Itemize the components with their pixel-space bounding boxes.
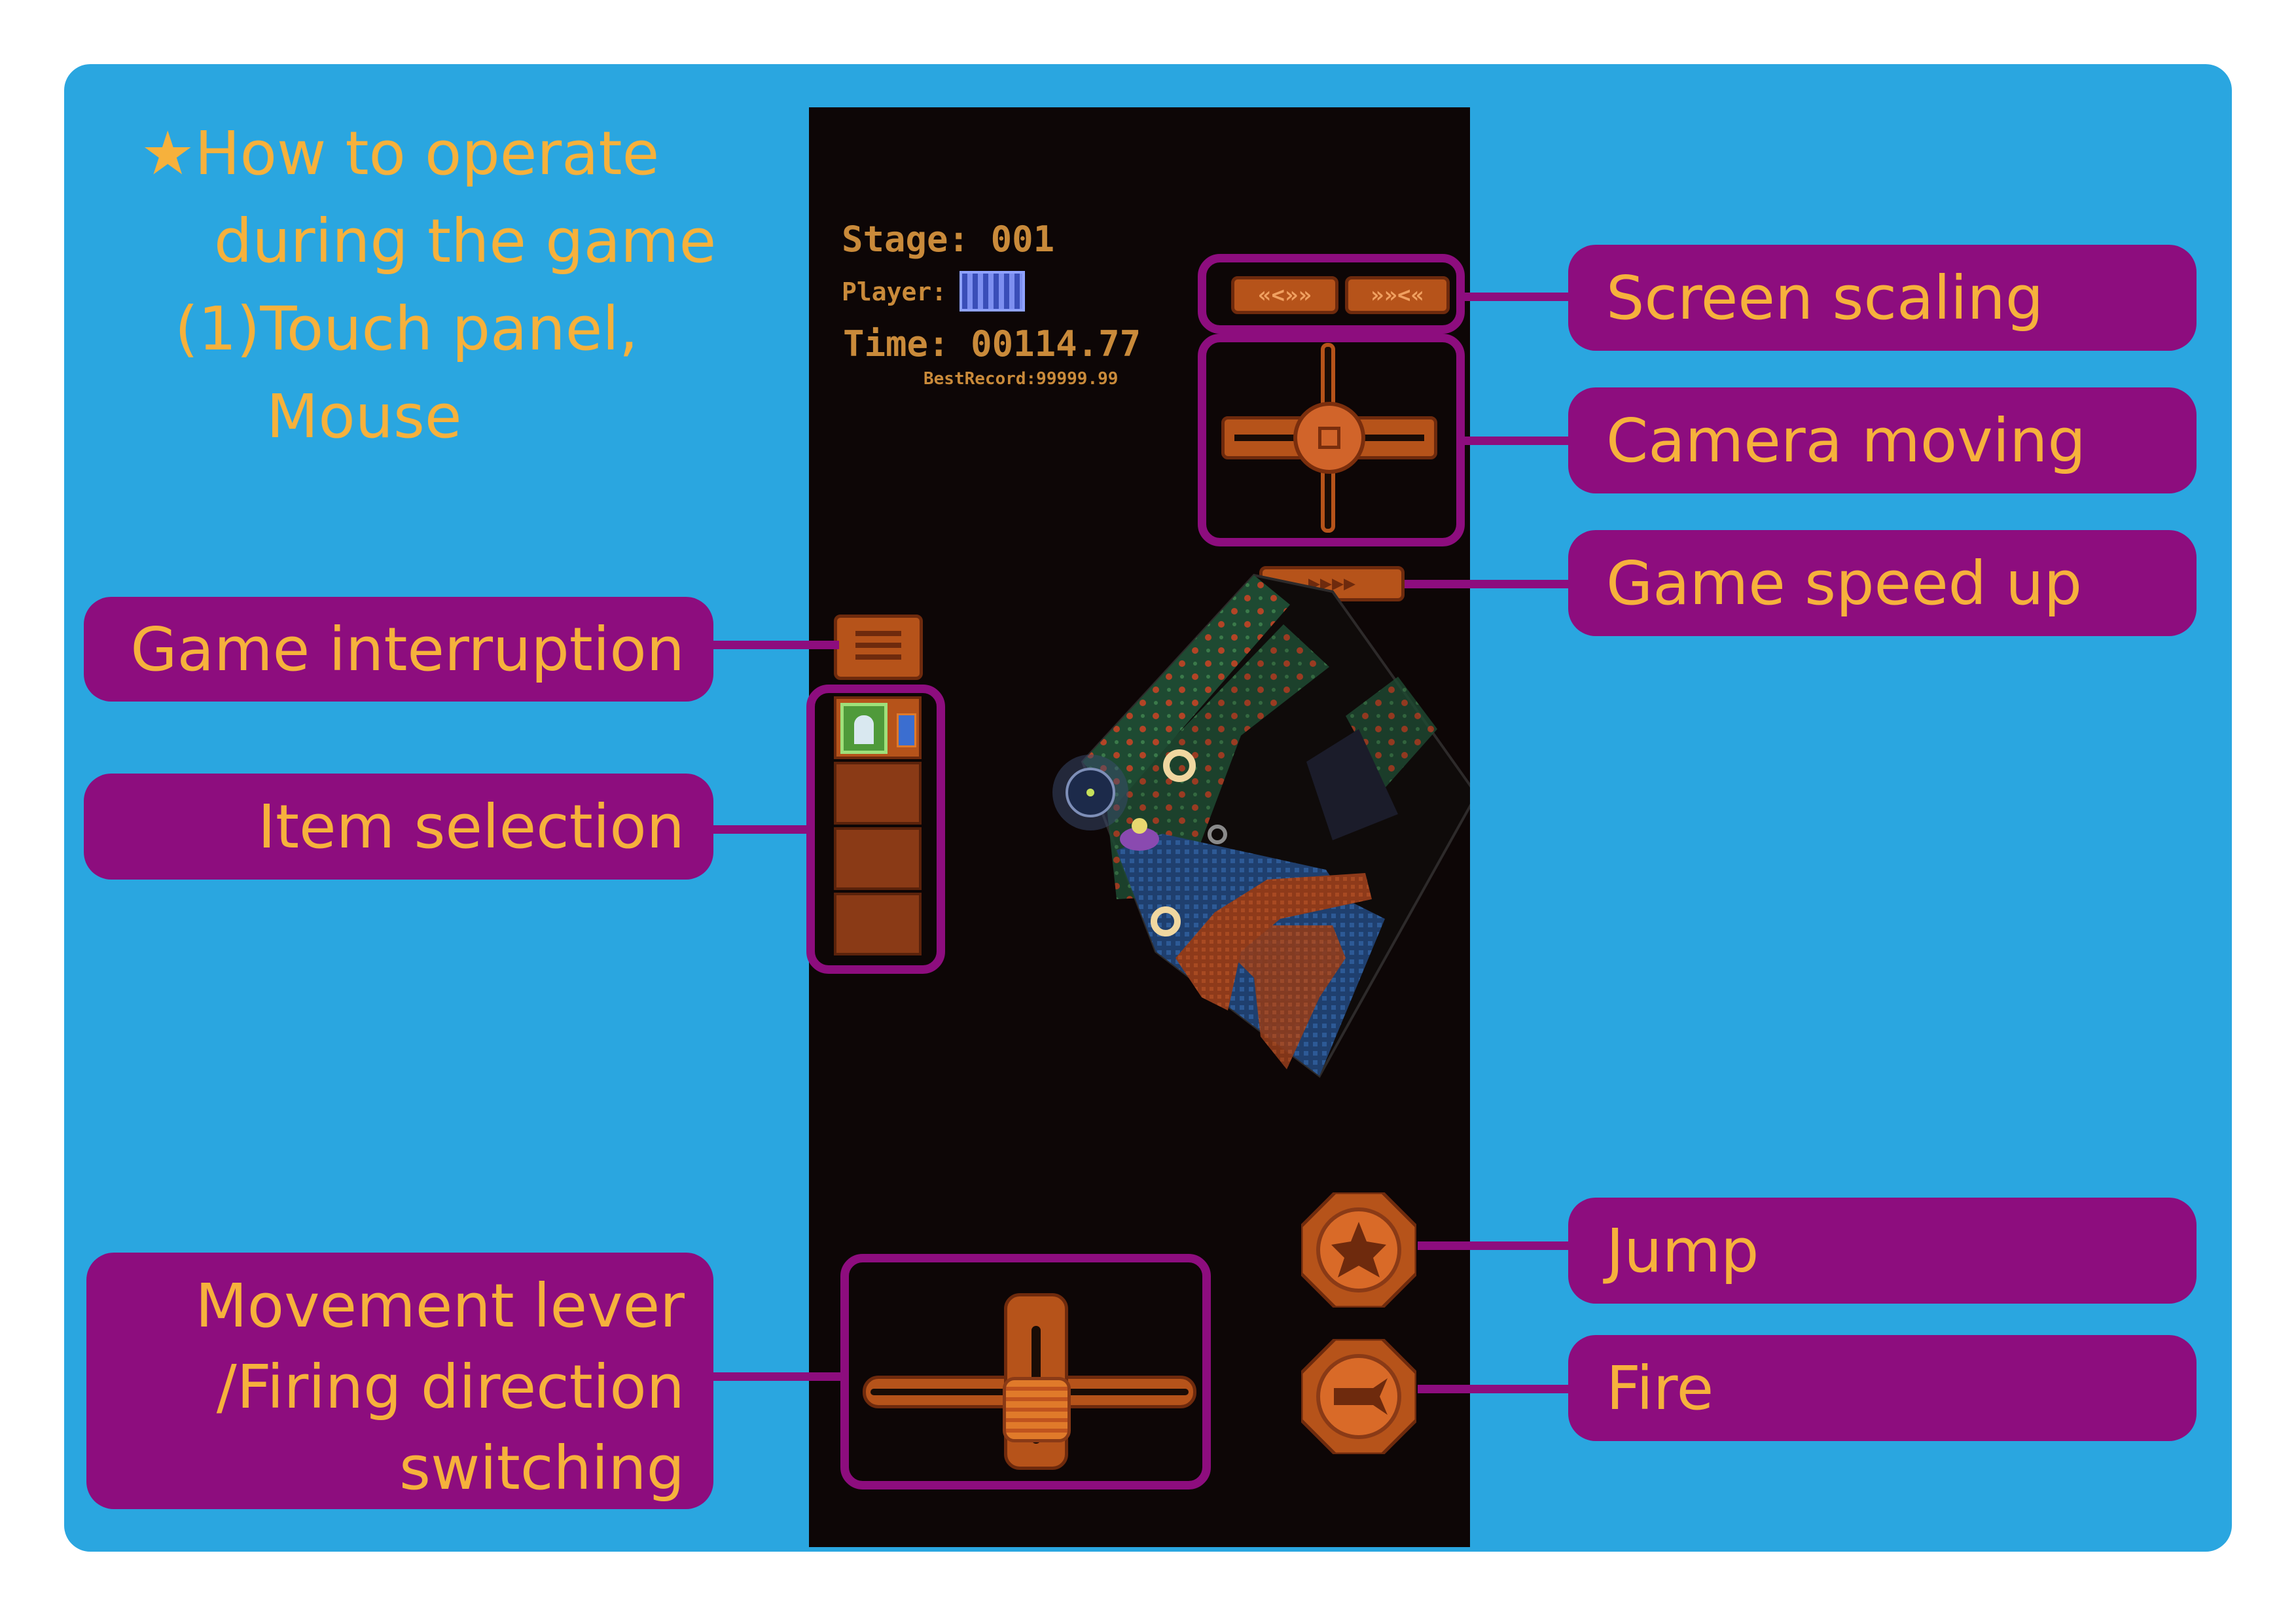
fire-button[interactable] bbox=[1299, 1337, 1418, 1456]
item-slot-2[interactable] bbox=[834, 762, 922, 825]
zoom-out-button[interactable]: «<»» bbox=[1231, 276, 1338, 314]
item-selection-text: Item selection bbox=[257, 791, 685, 862]
zoom-in-button[interactable]: »»<« bbox=[1345, 276, 1450, 314]
fire-label: Fire bbox=[1568, 1335, 2197, 1441]
item-slot-3[interactable] bbox=[834, 827, 922, 890]
fire-icon bbox=[1334, 1378, 1388, 1415]
game-interruption-label: Game interruption bbox=[84, 597, 713, 702]
movement-lever-highlight bbox=[840, 1254, 1211, 1489]
stage-label: Stage: bbox=[842, 219, 970, 260]
jump-text: Jump bbox=[1606, 1215, 1759, 1286]
screen-scaling-label: Screen scaling bbox=[1568, 245, 2197, 351]
item-selection-connector bbox=[708, 825, 808, 834]
title-line-2: during the game bbox=[214, 206, 717, 276]
screen-scaling-highlight bbox=[1198, 254, 1465, 334]
title-line-4: Mouse bbox=[266, 382, 462, 452]
stage-terrain bbox=[1081, 573, 1470, 1078]
glowing-portal bbox=[1052, 755, 1128, 830]
game-world bbox=[1052, 573, 1470, 1078]
title-line-1: How to operate bbox=[194, 118, 660, 188]
camera-knob[interactable] bbox=[1293, 402, 1365, 474]
jump-icon bbox=[1331, 1222, 1386, 1277]
game-interruption-text: Game interruption bbox=[130, 614, 685, 685]
player-label: Player: bbox=[842, 277, 947, 306]
fire-text: Fire bbox=[1606, 1353, 1714, 1423]
camera-knob-center-icon bbox=[1318, 427, 1340, 449]
camera-control[interactable] bbox=[1221, 343, 1437, 533]
pause-menu-button[interactable] bbox=[834, 615, 923, 680]
best-record: BestRecord:99999.99 bbox=[924, 369, 1119, 389]
item-slot-4[interactable] bbox=[834, 893, 922, 955]
game-speed-connector bbox=[1405, 580, 1575, 588]
item-slot-1[interactable] bbox=[834, 696, 922, 759]
player-icon bbox=[960, 271, 1025, 312]
menu-icon bbox=[855, 631, 901, 664]
item-selection-label: Item selection bbox=[84, 774, 713, 880]
screen-scaling-connector bbox=[1463, 293, 1575, 301]
star-icon: ★ bbox=[141, 118, 195, 188]
fire-connector bbox=[1418, 1385, 1575, 1393]
game-screen[interactable]: Stage: 001 Player: Time: 00114.77 BestRe… bbox=[809, 107, 1470, 1547]
item-slots bbox=[834, 696, 922, 957]
lever-knob[interactable] bbox=[1003, 1377, 1071, 1442]
movement-lever-connector bbox=[708, 1372, 840, 1381]
camera-moving-connector bbox=[1463, 437, 1575, 445]
jump-label: Jump bbox=[1568, 1198, 2197, 1304]
camera-moving-text: Camera moving bbox=[1606, 405, 2086, 476]
stage-value: 001 bbox=[990, 219, 1055, 260]
door-item-icon bbox=[840, 703, 888, 754]
time-label: Time: bbox=[843, 323, 950, 365]
game-speed-up-text: Game speed up bbox=[1606, 548, 2083, 618]
movement-lever-text-3: switching bbox=[399, 1433, 685, 1503]
time-value: 00114.77 bbox=[971, 323, 1141, 365]
movement-lever-text-2: /Firing direction bbox=[216, 1352, 685, 1422]
movement-lever-label: Movement lever /Firing direction switchi… bbox=[86, 1253, 713, 1509]
item-small-icon bbox=[897, 713, 916, 747]
player-character bbox=[1120, 818, 1159, 851]
jump-button[interactable] bbox=[1299, 1190, 1418, 1310]
item-selection-highlight bbox=[806, 685, 945, 974]
movement-lever-text-1: Movement lever bbox=[195, 1271, 685, 1341]
camera-moving-label: Camera moving bbox=[1568, 387, 2197, 493]
donut-rings bbox=[1151, 749, 1227, 936]
game-speed-up-label: Game speed up bbox=[1568, 530, 2197, 636]
jump-connector bbox=[1418, 1241, 1575, 1250]
camera-moving-highlight bbox=[1198, 334, 1465, 546]
movement-lever[interactable] bbox=[863, 1287, 1196, 1476]
screen-scaling-text: Screen scaling bbox=[1606, 262, 2044, 333]
game-interruption-connector bbox=[708, 641, 839, 649]
title-line-3: (1)Touch panel, bbox=[175, 294, 639, 364]
